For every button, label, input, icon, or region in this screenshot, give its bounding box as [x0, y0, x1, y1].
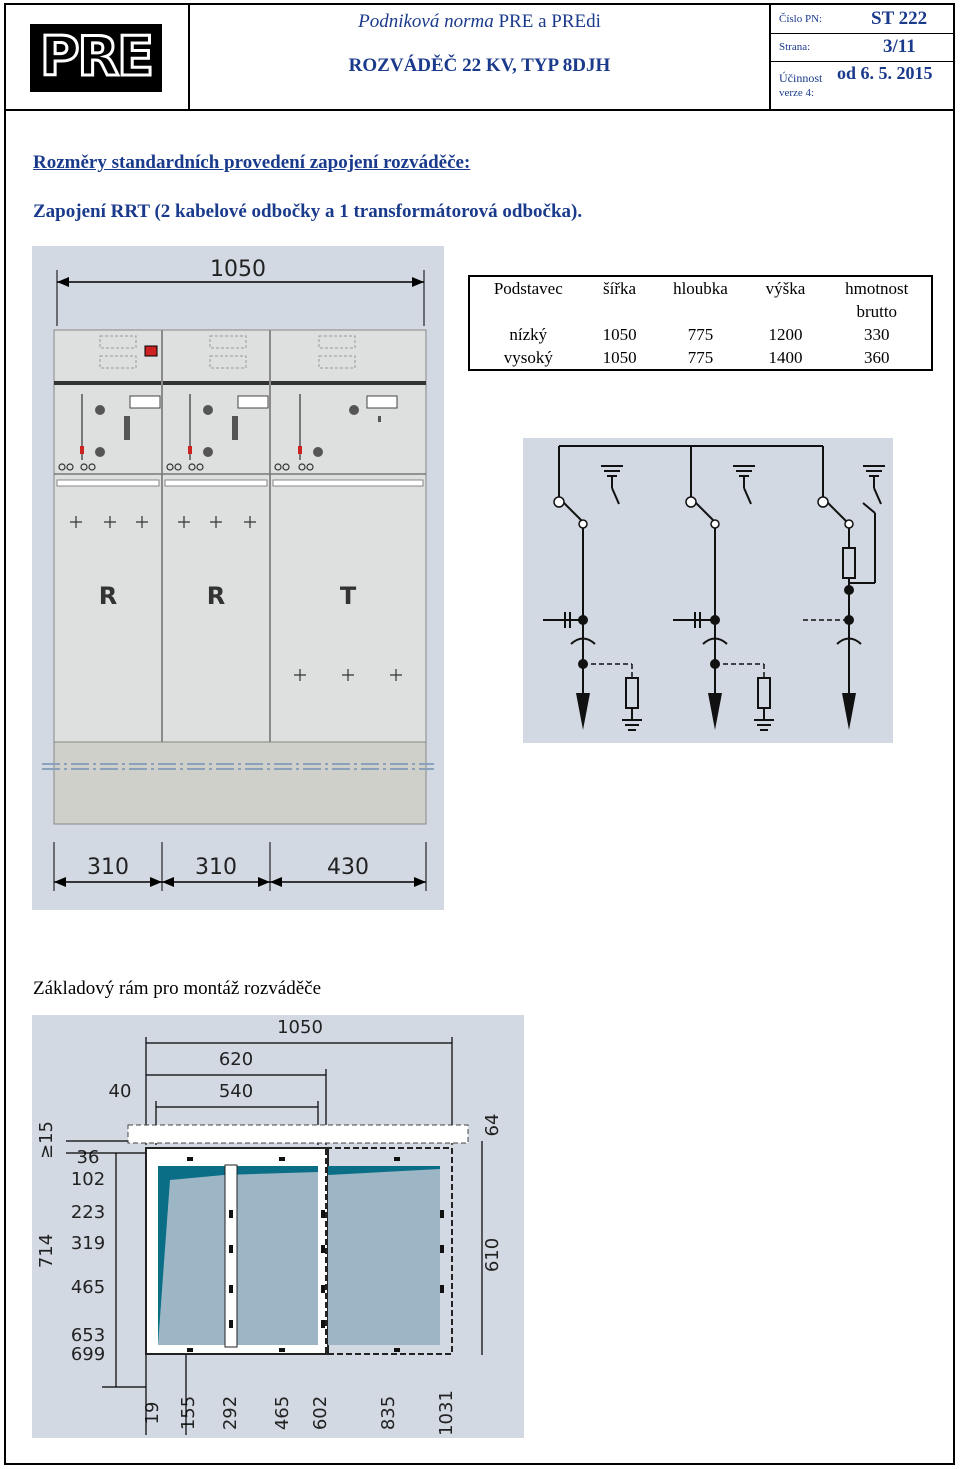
table-cell: vysoký [503, 348, 553, 367]
base-frame-plan: 1050 620 540 40 36 102 223 319 465 653 6… [32, 1015, 524, 1438]
dim-835: 835 [378, 1396, 399, 1430]
base-frame-heading: Základový rám pro montáž rozváděče [33, 978, 322, 999]
panel-width-1: 310 [87, 855, 129, 880]
logo-cell: PRE [4, 3, 190, 109]
header-sirka: šířka [603, 279, 637, 298]
dim-102: 102 [71, 1169, 105, 1190]
table-cell: 1050 [602, 325, 637, 344]
dim-ge15: ≥15 [36, 1121, 57, 1159]
header-vyska: výška [765, 279, 806, 298]
table-header-row: Podstavec šířka hloubka výška hmotnost [469, 276, 932, 300]
table-cell: 1200 [768, 325, 803, 344]
dim-714: 714 [36, 1234, 57, 1268]
table-header-row-2: brutto [469, 300, 932, 323]
cislo-value: ST 222 [871, 8, 928, 29]
table-row: vysoký 1050 775 1400 360 [469, 346, 932, 370]
dim-602: 602 [310, 1396, 331, 1430]
dim-540: 540 [219, 1081, 253, 1102]
panel-width-3: 430 [327, 855, 369, 880]
panel-label-t: T [340, 582, 357, 610]
meta-cell: Číslo PN: ST 222 Strana: 3/11 Účinnost o… [771, 3, 953, 109]
dim-19: 19 [142, 1402, 163, 1425]
page-frame [4, 3, 955, 1465]
ucinnost-label: Účinnost [779, 71, 823, 85]
panel-label-r1: R [99, 582, 117, 610]
header-podstavec: Podstavec [493, 279, 563, 298]
dim-64: 64 [482, 1114, 503, 1137]
table-cell: 360 [864, 348, 890, 367]
dim-465: 465 [71, 1277, 105, 1298]
document-title: ROZVÁDĚČ 22 KV, TYP 8DJH [348, 55, 611, 76]
table-cell: 775 [687, 325, 714, 344]
panel-label-r2: R [207, 582, 225, 610]
cislo-label: Číslo PN: [779, 13, 823, 25]
dim-610: 610 [482, 1238, 503, 1272]
panel-width-2: 310 [195, 855, 237, 880]
subheading: Zapojení RRT (2 kabelové odbočky a 1 tra… [33, 201, 583, 222]
ucinnost-value: od 6. 5. 2015 [837, 63, 933, 83]
table-cell: nízký [509, 325, 548, 344]
verze-label: verze 4: [779, 87, 815, 99]
switchgear-front-view: 1050 R R T 310 310 4 [32, 246, 444, 910]
table-cell: 330 [864, 325, 890, 344]
table-cell: 775 [687, 348, 714, 367]
dim-653: 653 [71, 1325, 105, 1346]
table-cell: 1050 [602, 348, 637, 367]
dim-292: 292 [220, 1396, 241, 1430]
front-total-width: 1050 [210, 257, 266, 282]
dim-155: 155 [178, 1396, 199, 1430]
dim-620: 620 [219, 1049, 253, 1070]
table-row: nízký 1050 775 1200 330 [469, 323, 932, 346]
strana-value: 3/11 [883, 36, 916, 57]
dimensions-table: Podstavec šířka hloubka výška hmotnost b… [468, 275, 933, 371]
dim-223: 223 [71, 1202, 105, 1223]
norm-italic: Podniková norma [358, 11, 494, 32]
dim-36: 36 [77, 1147, 100, 1168]
header-hloubka: hloubka [673, 279, 728, 298]
dim-1050: 1050 [277, 1017, 323, 1038]
dim-465b: 465 [272, 1396, 293, 1430]
dim-40: 40 [109, 1081, 132, 1102]
table-cell: 1400 [768, 348, 803, 367]
dim-699: 699 [71, 1344, 105, 1365]
dim-1031: 1031 [436, 1390, 457, 1436]
dim-319: 319 [71, 1233, 105, 1254]
norm-rest: PRE a PREdi [493, 11, 601, 32]
section-heading: Rozměry standardních provedení zapojení … [33, 152, 471, 173]
header-hmotnost: hmotnost [845, 279, 909, 298]
pre-logo: PRE [30, 24, 162, 92]
title-cell: Podniková norma PRE a PREdi ROZVÁDĚČ 22 … [190, 3, 771, 109]
header-brutto: brutto [856, 302, 898, 321]
norm-name: Podniková norma PRE a PREdi [190, 11, 769, 33]
single-line-diagram [523, 438, 893, 743]
document-header: PRE Podniková norma PRE a PREdi ROZVÁDĚČ… [4, 3, 955, 111]
logo-text: PRE [38, 25, 155, 88]
strana-label: Strana: [779, 41, 811, 53]
